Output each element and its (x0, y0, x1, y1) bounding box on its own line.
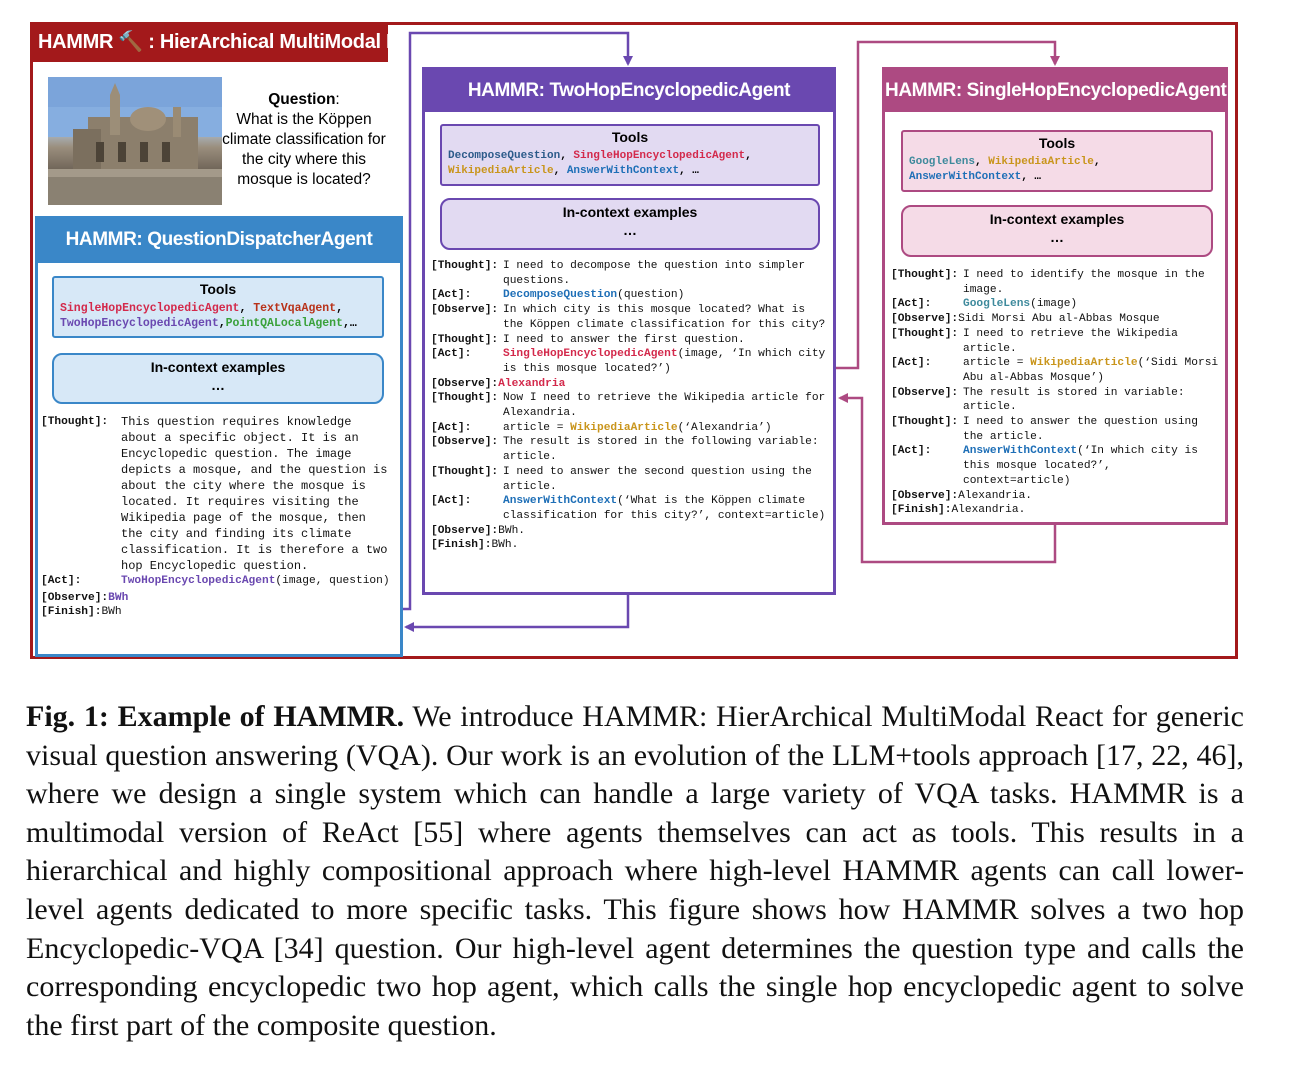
arrow-return-dispatcher (406, 595, 628, 627)
dispatcher-examples-box: In-context examples … (52, 353, 384, 404)
twohop-agent-panel: HAMMR: TwoHopEncyclopedicAgent Tools Dec… (422, 67, 836, 595)
caption-label: Fig. 1: Example of HAMMR. (26, 700, 404, 733)
figure-caption: Fig. 1: Example of HAMMR. We introduce H… (26, 698, 1244, 1045)
dispatcher-tools-title: Tools (54, 281, 382, 298)
twohop-tools-title: Tools (442, 129, 818, 146)
twohop-examples-title: In-context examples (442, 203, 818, 221)
dispatcher-examples-title: In-context examples (54, 358, 382, 376)
singlehop-header: HAMMR: SingleHopEncyclopedicAgent (885, 70, 1225, 112)
singlehop-trace: [Thought]:I need to identify the mosque … (891, 268, 1223, 518)
dispatcher-thought: This question requires knowledge about a… (121, 414, 391, 574)
singlehop-tools-box: Tools GoogleLens, WikipediaArticle, Answ… (901, 130, 1213, 192)
twohop-trace: [Thought]:I need to decompose the questi… (431, 259, 831, 553)
singlehop-examples-title: In-context examples (903, 210, 1211, 228)
dispatcher-examples-dots: … (54, 376, 382, 394)
twohop-header: HAMMR: TwoHopEncyclopedicAgent (425, 70, 833, 112)
dispatcher-tools-box: Tools SingleHopEncyclopedicAgent, TextVq… (52, 276, 384, 338)
singlehop-tools-title: Tools (903, 135, 1211, 152)
singlehop-examples-dots: … (903, 228, 1211, 246)
twohop-examples-box: In-context examples … (440, 198, 820, 250)
twohop-tools-box: Tools DecomposeQuestion, SingleHopEncycl… (440, 124, 820, 186)
twohop-tools-list: DecomposeQuestion, SingleHopEncyclopedic… (442, 146, 818, 179)
dispatcher-header: HAMMR: QuestionDispatcherAgent (38, 219, 400, 263)
singlehop-agent-panel: HAMMR: SingleHopEncyclopedicAgent Tools … (882, 67, 1228, 525)
dispatcher-agent-panel: HAMMR: QuestionDispatcherAgent Tools Sin… (35, 216, 403, 657)
singlehop-examples-box: In-context examples … (901, 205, 1213, 257)
caption-text: We introduce HAMMR: HierArchical MultiMo… (26, 700, 1244, 1042)
dispatcher-tools-list: SingleHopEncyclopedicAgent, TextVqaAgent… (54, 298, 382, 331)
twohop-examples-dots: … (442, 221, 818, 239)
singlehop-tools-list: GoogleLens, WikipediaArticle, AnswerWith… (903, 152, 1211, 185)
dispatcher-trace: [Thought]:This question requires knowled… (41, 414, 391, 620)
